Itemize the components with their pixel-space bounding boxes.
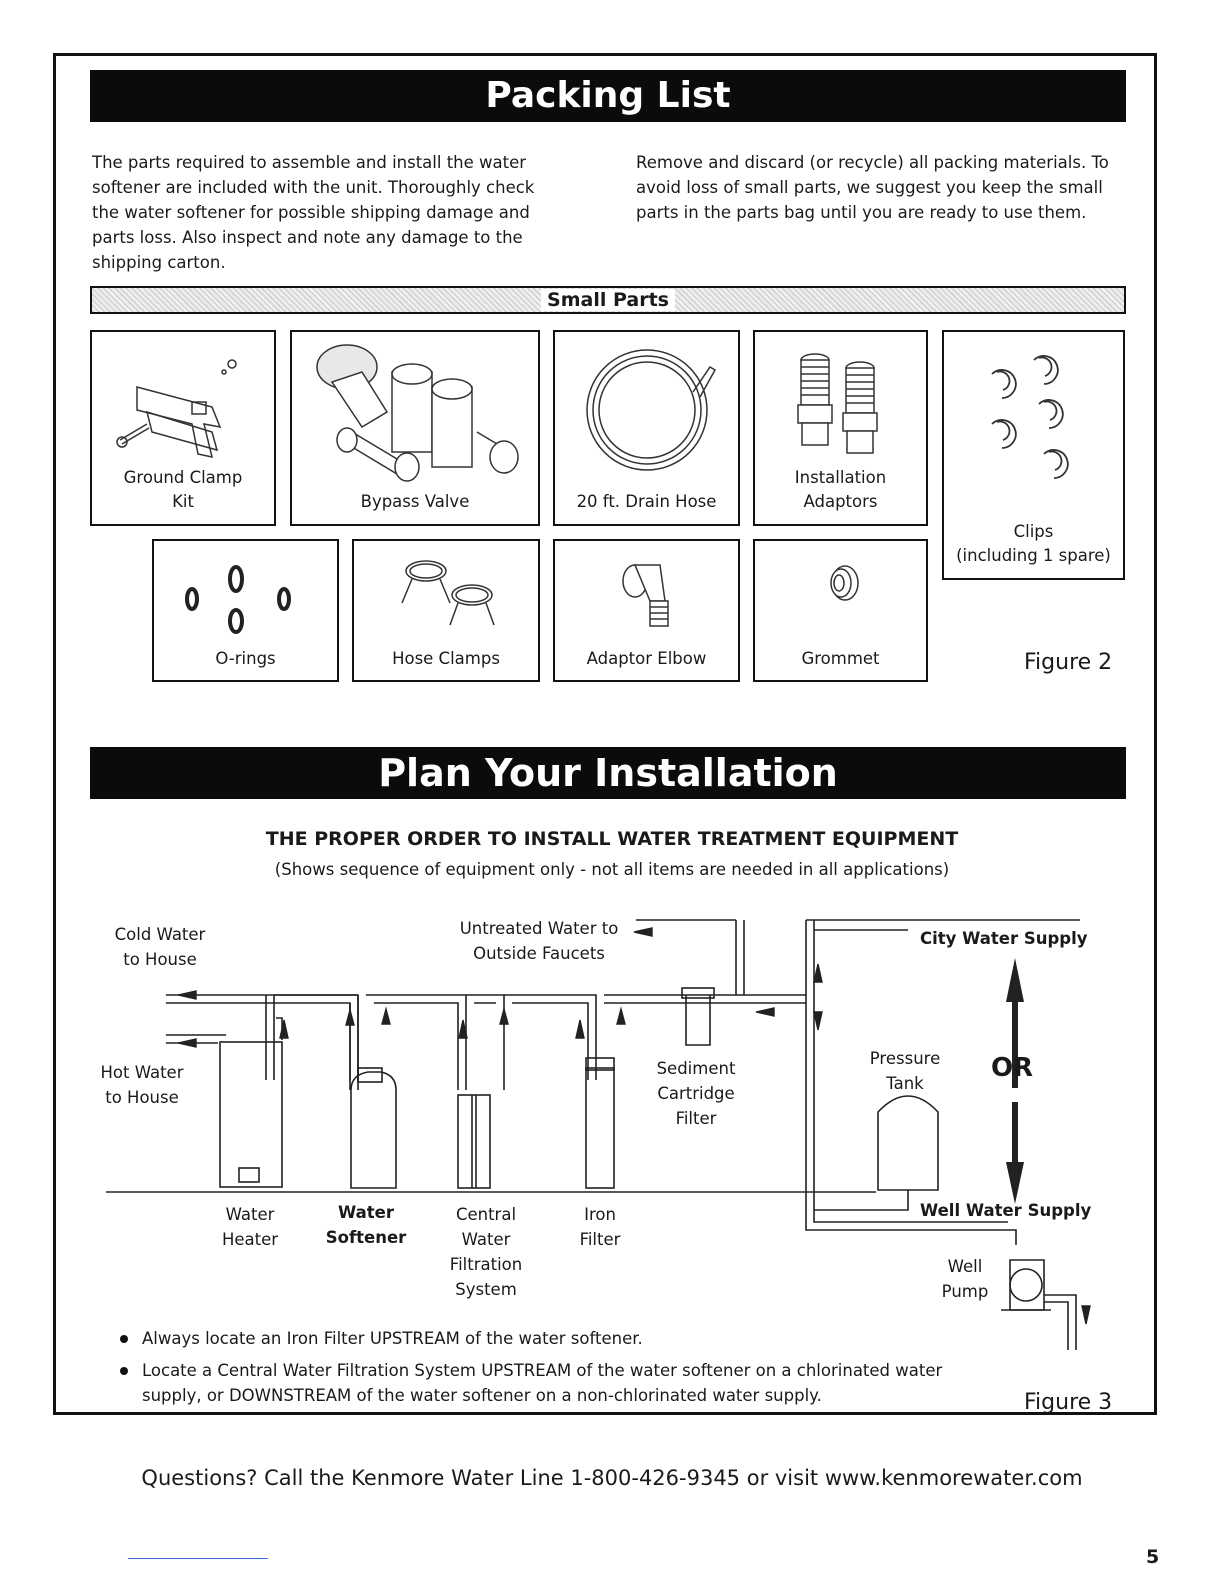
drain-hose-icon <box>586 349 717 471</box>
install-order-heading: THE PROPER ORDER TO INSTALL WATER TREATM… <box>265 828 959 850</box>
installation-adaptors-icon <box>797 353 878 454</box>
iron-filter-label: Iron Filter <box>568 1202 632 1252</box>
well-water-supply-label: Well Water Supply <box>920 1201 1092 1220</box>
bypass-valve-label: Bypass Valve <box>360 492 470 511</box>
untreated-line-1: Untreated Water to <box>459 919 619 938</box>
central-line-3: Filtration <box>449 1255 523 1274</box>
central-line-4: System <box>455 1280 517 1299</box>
cold-water-line-1: Cold Water <box>114 925 206 944</box>
water-softener-line-2: Softener <box>325 1228 407 1247</box>
hot-water-label: Hot Water to House <box>80 1060 204 1110</box>
o-rings-label: O-rings <box>215 649 276 668</box>
figure-2-label: Figure 2 <box>1024 650 1113 675</box>
well-pump-line-2: Pump <box>941 1282 989 1301</box>
plan-installation-banner: Plan Your Installation <box>90 747 1126 799</box>
packing-list-banner: Packing List <box>90 70 1126 122</box>
small-parts-title: Small Parts <box>541 289 675 311</box>
cold-water-label: Cold Water to House <box>82 922 238 972</box>
part-o-rings: O-rings <box>152 539 339 682</box>
water-softener-label: Water Softener <box>316 1200 416 1250</box>
small-parts-bar: Small Parts <box>90 286 1126 314</box>
adaptor-elbow-label: Adaptor Elbow <box>586 649 707 668</box>
untreated-water-label: Untreated Water to Outside Faucets <box>438 916 640 966</box>
water-heater-line-2: Heater <box>221 1230 279 1249</box>
water-heater-label: Water Heater <box>204 1202 296 1252</box>
iron-line-1: Iron <box>584 1205 616 1224</box>
bullet-dot <box>120 1335 128 1343</box>
installation-adaptors-label-2: Adaptors <box>803 492 878 511</box>
packing-intro-left: The parts required to assemble and insta… <box>92 153 535 272</box>
grommet-label: Grommet <box>801 649 880 668</box>
o-rings-icon <box>185 565 291 634</box>
central-line-1: Central <box>455 1205 517 1224</box>
part-installation-adaptors: Installation Adaptors <box>753 330 928 526</box>
part-clips: Clips (including 1 spare) <box>942 330 1125 580</box>
water-heater-line-1: Water <box>225 1205 275 1224</box>
bypass-valve-icon <box>316 344 519 482</box>
cold-water-line-2: to House <box>123 950 197 969</box>
bullet-central-filtration-text: Locate a Central Water Filtration System… <box>142 1361 943 1405</box>
hose-clamps-label: Hose Clamps <box>392 649 500 668</box>
pressure-tank-label: Pressure Tank <box>860 1046 950 1096</box>
part-bypass-valve: Bypass Valve <box>290 330 540 526</box>
bullet-central-filtration: Locate a Central Water Filtration System… <box>120 1358 952 1408</box>
central-filtration-label: Central Water Filtration System <box>436 1202 536 1302</box>
installation-diagram <box>106 919 1091 1350</box>
ground-clamp-label-2: Kit <box>172 492 194 511</box>
footer-contact: Questions? Call the Kenmore Water Line 1… <box>141 1466 1083 1490</box>
iron-line-2: Filter <box>579 1230 621 1249</box>
sediment-line-2: Cartridge <box>657 1084 735 1103</box>
city-water-supply-label: City Water Supply <box>920 929 1088 948</box>
ground-clamp-icon <box>116 359 237 458</box>
hot-water-line-1: Hot Water <box>100 1063 184 1082</box>
water-softener-line-1: Water <box>338 1203 394 1222</box>
clips-label-1: Clips <box>1013 522 1054 541</box>
bullet-iron-filter: Always locate an Iron Filter UPSTREAM of… <box>120 1326 962 1351</box>
part-drain-hose: 20 ft. Drain Hose <box>553 330 740 526</box>
part-grommet: Grommet <box>753 539 928 682</box>
well-pump-line-1: Well <box>947 1257 983 1276</box>
figure-3-label: Figure 3 <box>1024 1390 1113 1415</box>
ground-clamp-label-1: Ground Clamp <box>123 468 243 487</box>
untreated-line-2: Outside Faucets <box>473 944 605 963</box>
hot-water-line-2: to House <box>105 1088 179 1107</box>
install-order-subheading: (Shows sequence of equipment only - not … <box>274 860 950 879</box>
sediment-filter-label: Sediment Cartridge Filter <box>640 1056 752 1131</box>
or-label: OR <box>990 1053 1034 1083</box>
page-frame <box>53 53 1157 1415</box>
grommet-icon <box>830 565 859 601</box>
drain-hose-label: 20 ft. Drain Hose <box>576 492 717 511</box>
sediment-line-3: Filter <box>675 1109 717 1128</box>
bullet-dot <box>120 1367 128 1375</box>
link-underline <box>128 1558 268 1559</box>
clips-icon <box>991 355 1069 479</box>
part-hose-clamps: Hose Clamps <box>352 539 540 682</box>
packing-intro-right: Remove and discard (or recycle) all pack… <box>636 153 1109 222</box>
sediment-line-1: Sediment <box>656 1059 736 1078</box>
pressure-tank-line-2: Tank <box>886 1074 924 1093</box>
hose-clamps-icon <box>401 560 495 626</box>
installation-adaptors-label-1: Installation <box>794 468 887 487</box>
well-pump-label: Well Pump <box>930 1254 1000 1304</box>
part-adaptor-elbow: Adaptor Elbow <box>553 539 740 682</box>
clips-label-2: (including 1 spare) <box>956 546 1111 565</box>
part-ground-clamp-kit: Ground Clamp Kit <box>90 330 276 526</box>
central-line-2: Water <box>461 1230 511 1249</box>
page-number: 5 <box>1146 1546 1160 1568</box>
adaptor-elbow-icon <box>622 564 669 627</box>
pressure-tank-line-1: Pressure <box>869 1049 941 1068</box>
bullet-iron-filter-text: Always locate an Iron Filter UPSTREAM of… <box>142 1329 643 1348</box>
